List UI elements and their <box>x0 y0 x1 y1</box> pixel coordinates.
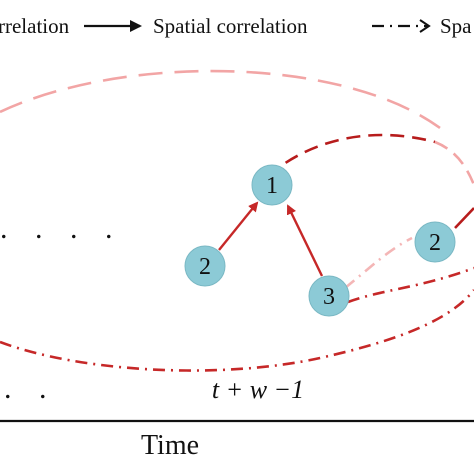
legend-spatiotemporal-label: Spa <box>440 14 472 38</box>
node-3-label: 3 <box>323 284 335 310</box>
temporal-dash-dark-curve <box>267 133 436 177</box>
ellipsis-mid: . . . . <box>0 212 123 245</box>
node-2-left: 2 <box>184 245 226 287</box>
spatial-arrow-3-to-1 <box>286 204 324 277</box>
node-1: 1 <box>251 164 293 206</box>
spatiotemporal-dashdot-red-curve-upper <box>347 266 474 304</box>
temporal-dash-dark-right-edge <box>454 207 474 229</box>
node-2-right: 2 <box>414 221 456 263</box>
node-1-label: 1 <box>266 173 278 199</box>
legend-spatial-label: Spatial correlation <box>153 14 308 38</box>
time-axis-label: Time <box>141 430 199 461</box>
node-2-right-label: 2 <box>429 230 441 256</box>
spatial-arrow-2-to-1 <box>218 201 259 251</box>
temporal-dash-light-curve-right <box>434 140 474 186</box>
temporal-dash-light-arc <box>0 69 441 130</box>
spatiotemporal-dashdot-light-curve <box>344 236 413 290</box>
ellipsis-bottom: . . <box>4 372 57 405</box>
node-2-left-label: 2 <box>199 254 211 280</box>
time-step-label: t + w −1 <box>212 375 304 404</box>
legend: rrelation Spatial correlation Spa <box>0 14 472 38</box>
spatiotemporal-dashdot-red-curve-bottom <box>0 289 474 372</box>
node-3: 3 <box>308 275 350 317</box>
legend-temporal-label: rrelation <box>0 14 70 38</box>
